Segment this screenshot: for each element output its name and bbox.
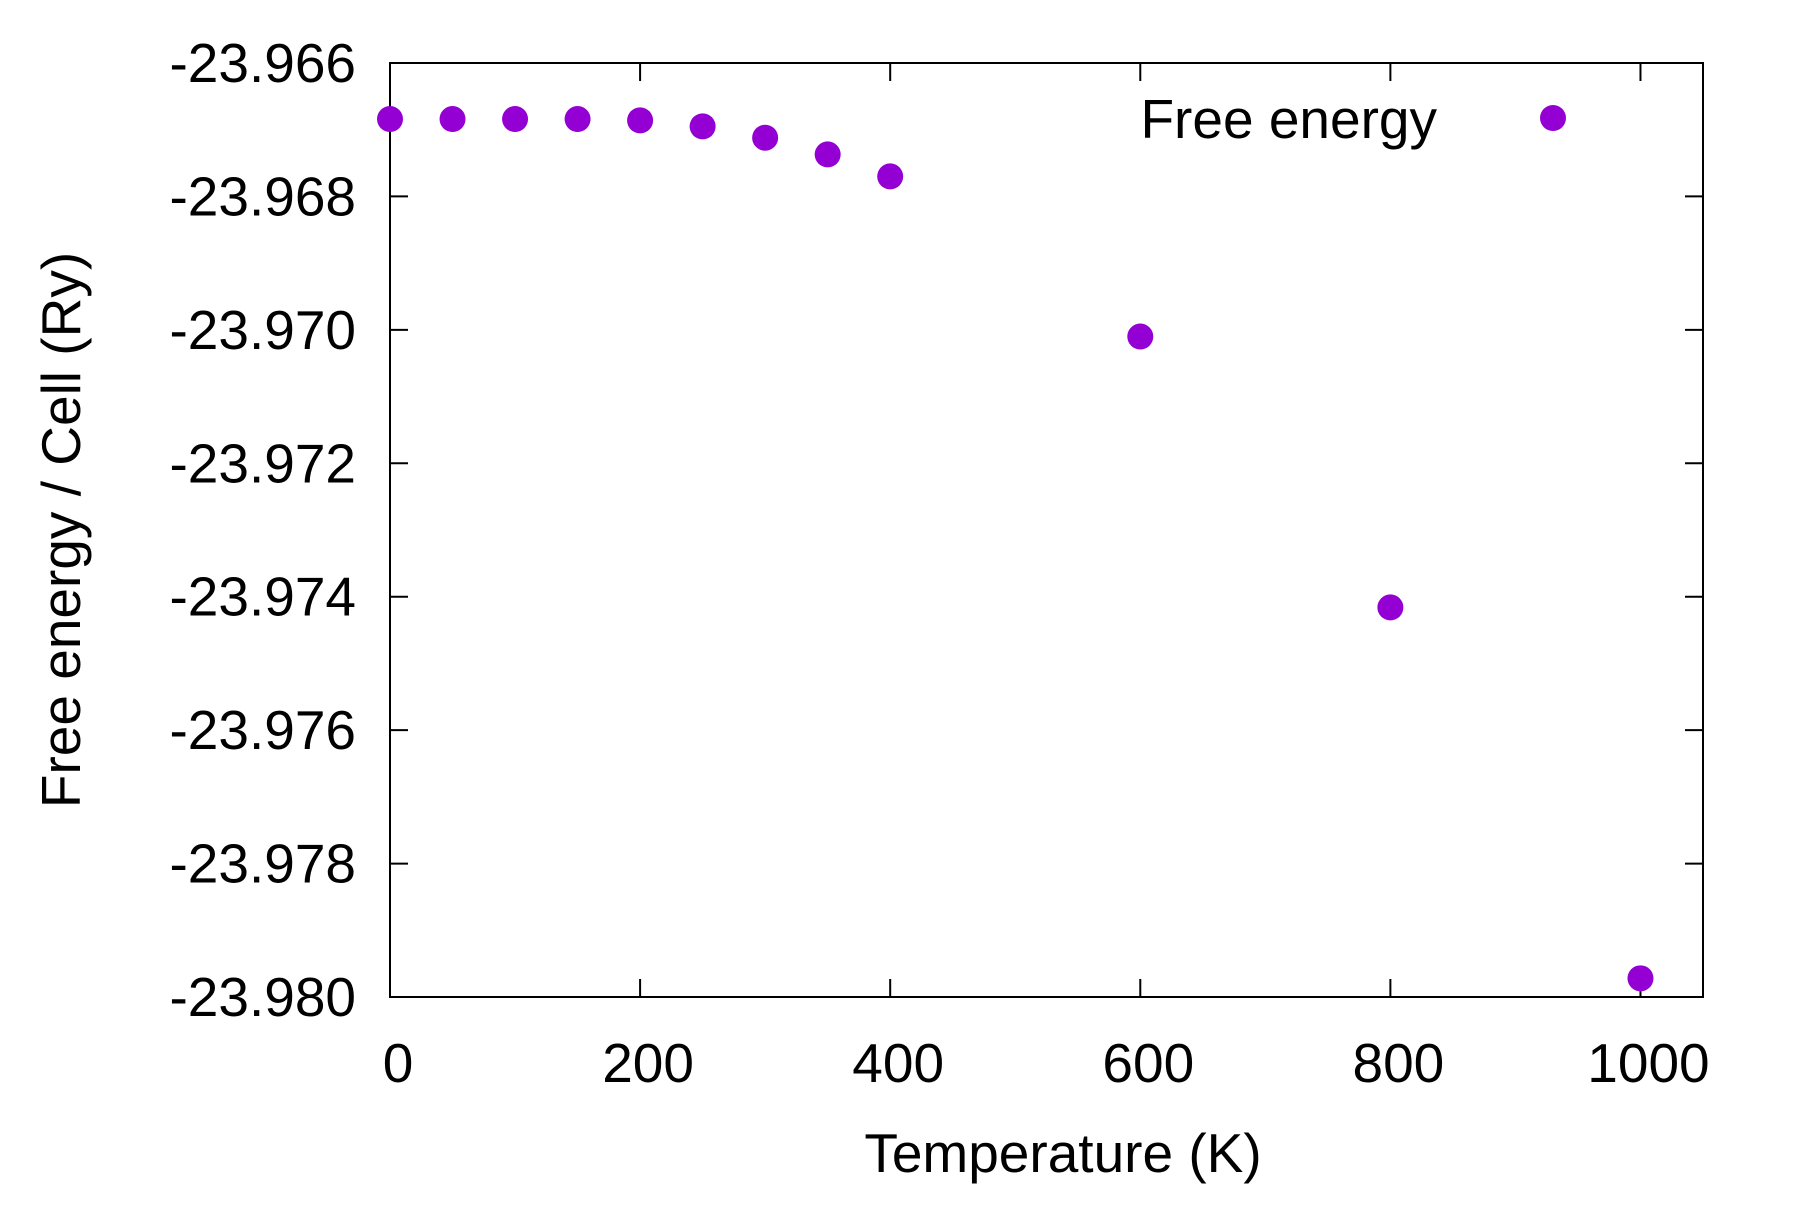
x-tick-label: 200 [602, 1032, 694, 1094]
legend: Free energy [1140, 88, 1566, 150]
plot-frame [389, 62, 1704, 998]
data-point [564, 106, 591, 133]
legend-label: Free energy [1140, 88, 1437, 150]
y-tick-label: -23.968 [169, 165, 356, 227]
x-tick-label: 800 [1352, 1032, 1444, 1094]
y-tick-label: -23.980 [169, 966, 356, 1028]
data-point [689, 113, 716, 140]
data-point [1377, 594, 1404, 621]
legend-marker [1540, 105, 1566, 131]
ticks [389, 62, 1703, 998]
y-tick-label: -23.978 [169, 833, 356, 895]
x-tick-label: 600 [1102, 1032, 1194, 1094]
data-point [627, 107, 654, 134]
x-tick-label: 1000 [1587, 1032, 1709, 1094]
y-tick-label: -23.974 [169, 566, 356, 628]
y-axis-label: Free energy / Cell (Ry) [30, 252, 92, 808]
y-tick-label: -23.966 [169, 32, 356, 94]
x-tick-label: 0 [383, 1032, 414, 1094]
data-point [1627, 965, 1654, 992]
y-tick-label: -23.976 [169, 699, 356, 761]
data-point [877, 163, 904, 190]
data-point [377, 106, 403, 133]
data-points [377, 106, 1654, 992]
data-point [502, 106, 529, 133]
y-tick-label: -23.970 [169, 299, 356, 361]
data-point [752, 124, 779, 151]
data-point [1127, 323, 1154, 350]
tick-labels: 0 200 400 600 800 1000 -23.966 -23.968 -23.970 -2… [169, 32, 1709, 1094]
x-axis-label: Temperature (K) [864, 1122, 1261, 1184]
x-tick-label: 400 [852, 1032, 944, 1094]
data-point [439, 106, 466, 133]
data-point [814, 141, 841, 168]
y-tick-label: -23.972 [169, 432, 356, 494]
